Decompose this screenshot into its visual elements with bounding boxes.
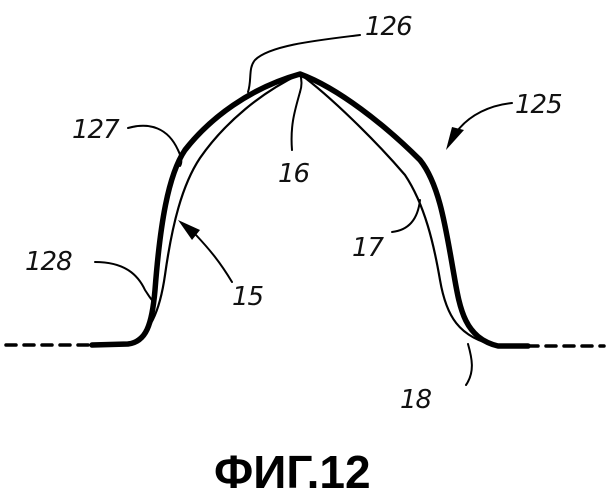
leader-127 [128, 126, 181, 166]
ref-label-15: 15 [232, 282, 264, 312]
ref-label-17: 17 [352, 233, 385, 263]
ref-label-127: 127 [72, 115, 120, 145]
leader-125 [458, 103, 512, 130]
leader-126 [248, 35, 360, 92]
arrowhead-125 [446, 127, 464, 150]
leader-128 [95, 262, 152, 300]
ref-label-128: 128 [25, 247, 72, 277]
leader-16 [292, 92, 300, 150]
ref-label-126: 126 [365, 12, 412, 42]
ref-label-125: 125 [515, 90, 562, 120]
leader-15 [196, 235, 232, 282]
leader-18 [466, 344, 472, 385]
leader-17 [392, 200, 420, 232]
figure-caption: ФИГ.12 [214, 446, 371, 498]
ref-label-16: 16 [278, 159, 310, 189]
ref-label-18: 18 [400, 385, 432, 415]
apex-mark [300, 74, 302, 92]
